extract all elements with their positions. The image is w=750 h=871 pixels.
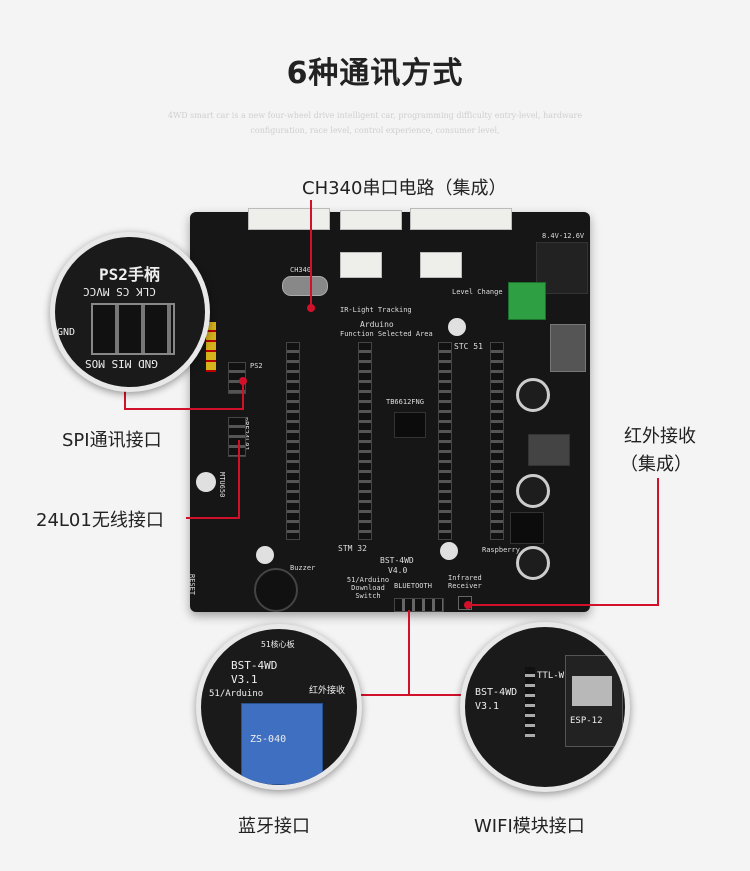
capacitor <box>516 474 550 508</box>
zoom-bt-l4: 51/Arduino <box>209 689 264 699</box>
bt-callout-line <box>356 694 464 696</box>
zoom-wifi-header <box>525 667 535 737</box>
zoom-circle-wifi: BST-4WD V3.1 TTL-WIFI ESP-12 <box>460 622 630 792</box>
yellow-header <box>206 322 216 372</box>
zoom-wifi-shield <box>572 676 612 706</box>
ch340-callout: CH340串口电路（集成） <box>302 178 507 199</box>
zoom-circle-ps2: PS2手柄 CLK CS MVCC GND MIS MOS GND <box>50 232 210 392</box>
ir-callout-dot <box>464 601 472 609</box>
ps2-label: PS2 <box>250 362 263 370</box>
pin-header <box>286 342 300 540</box>
capacitor <box>516 546 550 580</box>
zoom-bt-module: ZS-040 <box>241 703 323 785</box>
zoom-ps2-heading: PS2手柄 <box>99 265 160 284</box>
ir-callout-line1: 红外接收 <box>624 426 696 447</box>
top-connector <box>340 210 402 230</box>
zoom-ps2-header <box>91 303 175 355</box>
ir-callout-line <box>657 478 659 606</box>
nrf-callout: 24L01无线接口 <box>36 510 164 531</box>
board-photo: 8.4V-12.6V CH340 Arduino Function Select… <box>188 208 590 612</box>
mount-hole <box>256 546 274 564</box>
zoom-wifi-module: ESP-12 <box>565 655 623 747</box>
regulator <box>528 434 570 466</box>
version-label: V4.0 <box>388 566 408 575</box>
pin-header <box>358 342 372 540</box>
bluetooth-label: BLUETOOTH <box>394 582 432 590</box>
arduino-label: Arduino <box>360 320 394 329</box>
spi-callout-dot <box>239 377 247 385</box>
spi-callout-line <box>124 408 244 410</box>
pin-header <box>438 342 452 540</box>
zoom-bt-l5: 红外接收 <box>309 686 346 696</box>
zoom-wifi-module-label: ESP-12 <box>570 716 603 726</box>
spi-callout: SPI通讯接口 <box>62 430 162 451</box>
zoom-wifi-l1: BST-4WD <box>475 687 518 698</box>
nrf-callout-line <box>238 440 240 519</box>
spi-callout-line <box>242 382 244 410</box>
zoom-wifi-l2: V3.1 <box>475 701 500 712</box>
driver-label: TB6612FNG <box>386 398 424 406</box>
mount-hole <box>196 472 216 492</box>
wifi-callout: WIFI模块接口 <box>474 816 585 837</box>
nrf-header <box>228 417 246 457</box>
sensor-connector <box>340 252 382 278</box>
wifi-footprint-label: MTU650 <box>218 472 226 498</box>
ch340-label: CH340 <box>290 266 312 274</box>
spi-callout-line <box>124 390 126 410</box>
bt-callout-line <box>408 610 410 696</box>
inductor <box>510 512 544 544</box>
zoom-bt-l3: V3.1 <box>231 673 258 686</box>
ir-callout-line <box>468 604 659 606</box>
buzzer <box>254 568 298 612</box>
mount-hole <box>440 542 458 560</box>
bluetooth-callout: 蓝牙接口 <box>238 816 310 837</box>
stc51-label: STC 51 <box>454 342 483 351</box>
bluetooth-header <box>394 598 444 612</box>
model-label: BST-4WD <box>380 556 414 565</box>
zoom-ps2-pins-top: CLK CS MVCC <box>83 285 156 298</box>
sensor-connector <box>420 252 462 278</box>
infrared-label: Infrared Receiver <box>448 574 482 590</box>
ch340-callout-line <box>310 200 312 306</box>
buzzer-label: Buzzer <box>290 564 316 572</box>
zoom-wifi-l3: TTL-WIFI <box>537 671 581 681</box>
ch340-callout-dot <box>307 304 315 312</box>
zoom-ps2-side: GND <box>57 327 76 338</box>
stm32-label: STM 32 <box>338 544 367 553</box>
driver-chip <box>394 412 426 438</box>
ch340-crystal <box>282 276 328 296</box>
level-label: Level Change <box>452 288 503 296</box>
function-area-label: Function Selected Area <box>340 330 433 338</box>
capacitor <box>516 378 550 412</box>
ir-callout-line2: （集成） <box>620 454 692 475</box>
zoom-bt-l2: BST-4WD <box>231 659 278 672</box>
zoom-bt-module-label: ZS-040 <box>250 734 287 745</box>
reset-label: RESET <box>188 574 196 596</box>
mount-hole <box>448 318 466 336</box>
power-label: 8.4V-12.6V <box>542 232 585 240</box>
top-connector <box>410 208 512 230</box>
page-subtitle: 4WD smart car is a new four-wheel drive … <box>167 111 583 135</box>
tracking-label: IR-Light Tracking <box>340 306 412 314</box>
download-switch-label: 51/Arduino Download Switch <box>346 576 390 600</box>
page-title: 6种通讯方式 <box>286 56 464 91</box>
zoom-bt-l1: 51核心板 <box>261 640 295 649</box>
nrf-callout-line <box>186 517 238 519</box>
zoom-ps2-pins-bottom: GND MIS MOS <box>85 357 158 370</box>
top-connector <box>248 208 330 230</box>
raspberry-label: Raspberry <box>482 546 520 554</box>
pin-header <box>490 342 504 540</box>
power-switch <box>550 324 586 372</box>
zoom-circle-bluetooth: 51核心板 BST-4WD V3.1 51/Arduino 红外接收 ZS-04… <box>196 624 362 790</box>
green-terminal <box>508 282 546 320</box>
